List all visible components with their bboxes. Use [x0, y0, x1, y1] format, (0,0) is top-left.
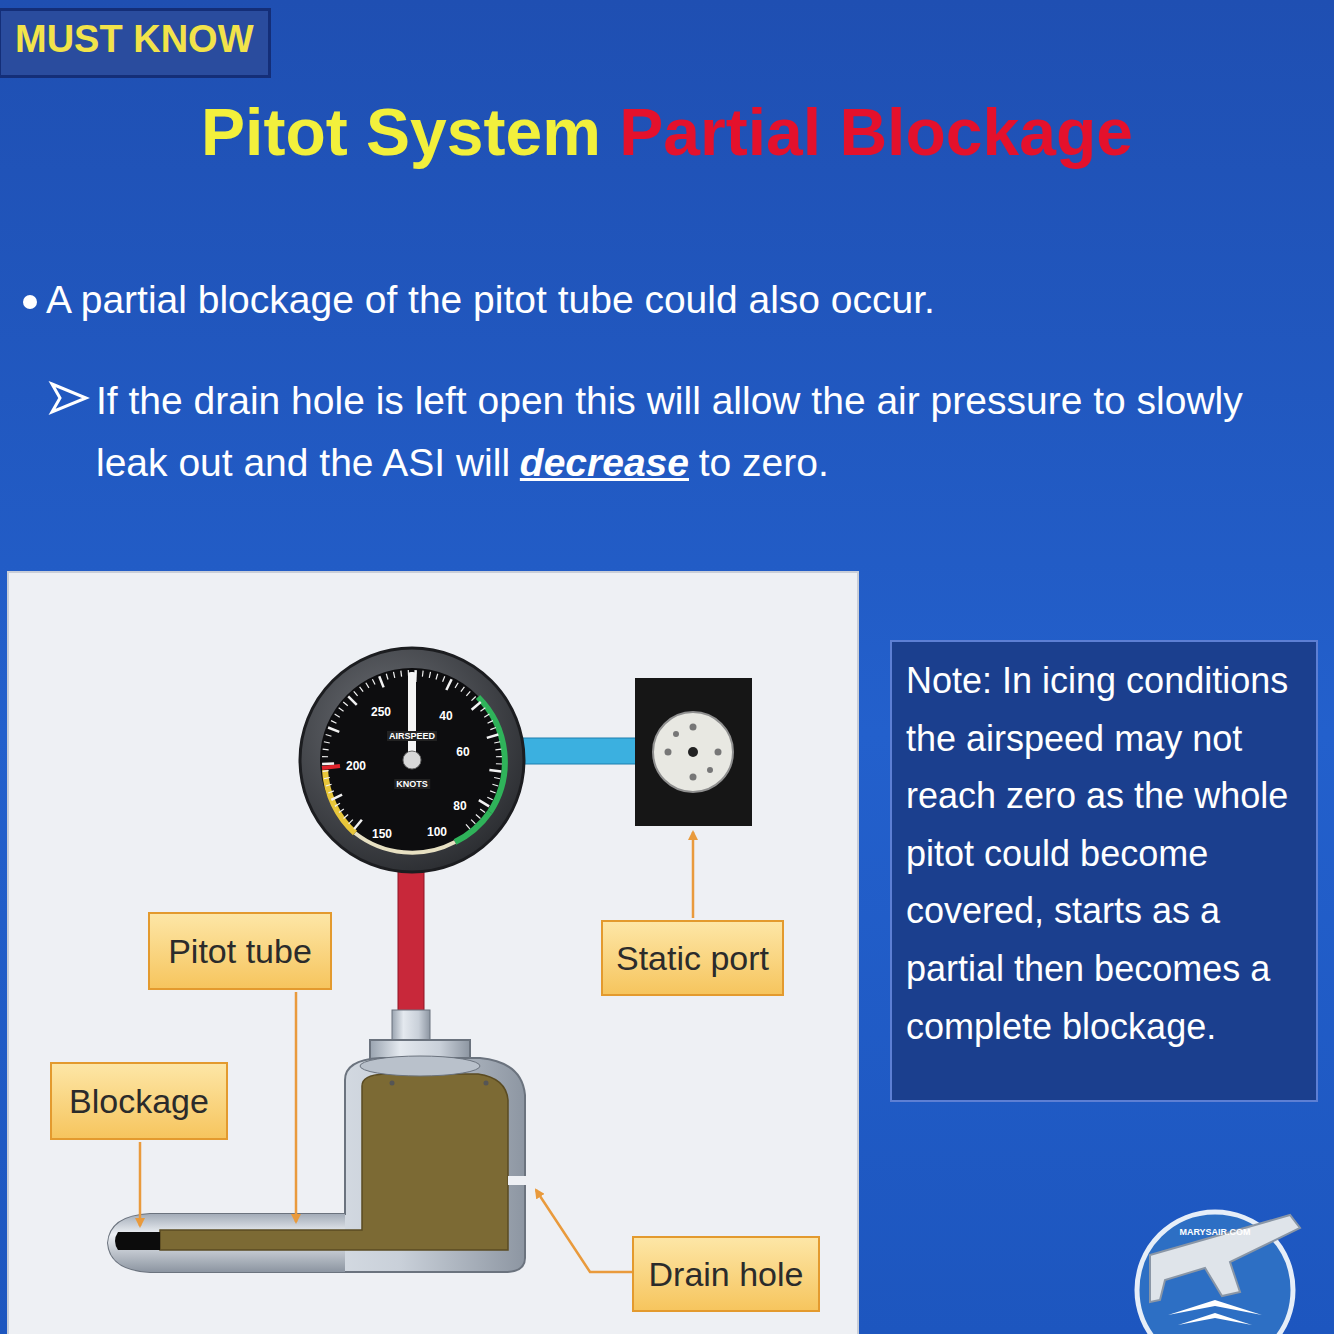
box-text: MUST KNOW [15, 17, 254, 63]
callout-box: Blockage [50, 1062, 228, 1140]
leader-line [536, 1190, 636, 1272]
note-box: Note: In icing conditions the airspeed m… [890, 640, 1318, 1102]
emphasis: decrease [520, 441, 689, 484]
drain-hole [508, 1176, 527, 1185]
bullet-dot [23, 295, 37, 309]
callout-box: Drain hole [632, 1236, 820, 1312]
bullet-text: to zero. [699, 441, 829, 484]
callout-box: Pitot tube [148, 912, 332, 990]
logo-text: MARYSAIR.COM [1179, 1227, 1250, 1237]
needle [408, 672, 416, 762]
box-text: Static port [616, 939, 769, 978]
leader-line [692, 832, 695, 918]
leader-line [295, 992, 298, 1222]
airspeed-indicator [300, 648, 524, 872]
leader-line [139, 1142, 142, 1226]
bullet-text: A partial blockage of the pitot tube cou… [46, 276, 1316, 325]
gauge-number: 200 [346, 759, 366, 773]
gauge-number: 40 [439, 709, 452, 723]
logo [1137, 1212, 1300, 1334]
gauge-caption: AIRSPEED [387, 731, 437, 741]
box-text: Note: In icing conditions the airspeed m… [906, 652, 1302, 1055]
box-text: Blockage [69, 1082, 209, 1121]
gauge-number: 100 [427, 825, 447, 839]
sub-bullet: If the drain hole is left open this will… [96, 370, 1316, 495]
sub-bullet-arrow [52, 384, 86, 412]
title: Pitot System [201, 95, 601, 169]
gauge-number: 250 [371, 705, 391, 719]
box-text: Pitot tube [168, 932, 312, 971]
static-port-plate [635, 678, 752, 826]
badge: MUST KNOW [0, 8, 271, 78]
gauge-number: 80 [453, 799, 466, 813]
title-row: Pitot SystemPartial Blockage [0, 96, 1334, 169]
blockage [115, 1232, 160, 1250]
gauge-number: 60 [456, 745, 469, 759]
gauge-caption: KNOTS [394, 779, 430, 789]
static-port-disc [653, 712, 733, 792]
pitot-line [398, 860, 424, 1030]
title-emphasis: Partial Blockage [619, 95, 1133, 169]
diagram-panel [8, 572, 858, 1334]
gauge-number: 150 [372, 827, 392, 841]
box-text: Drain hole [649, 1255, 804, 1294]
callout-box: Static port [601, 920, 784, 996]
